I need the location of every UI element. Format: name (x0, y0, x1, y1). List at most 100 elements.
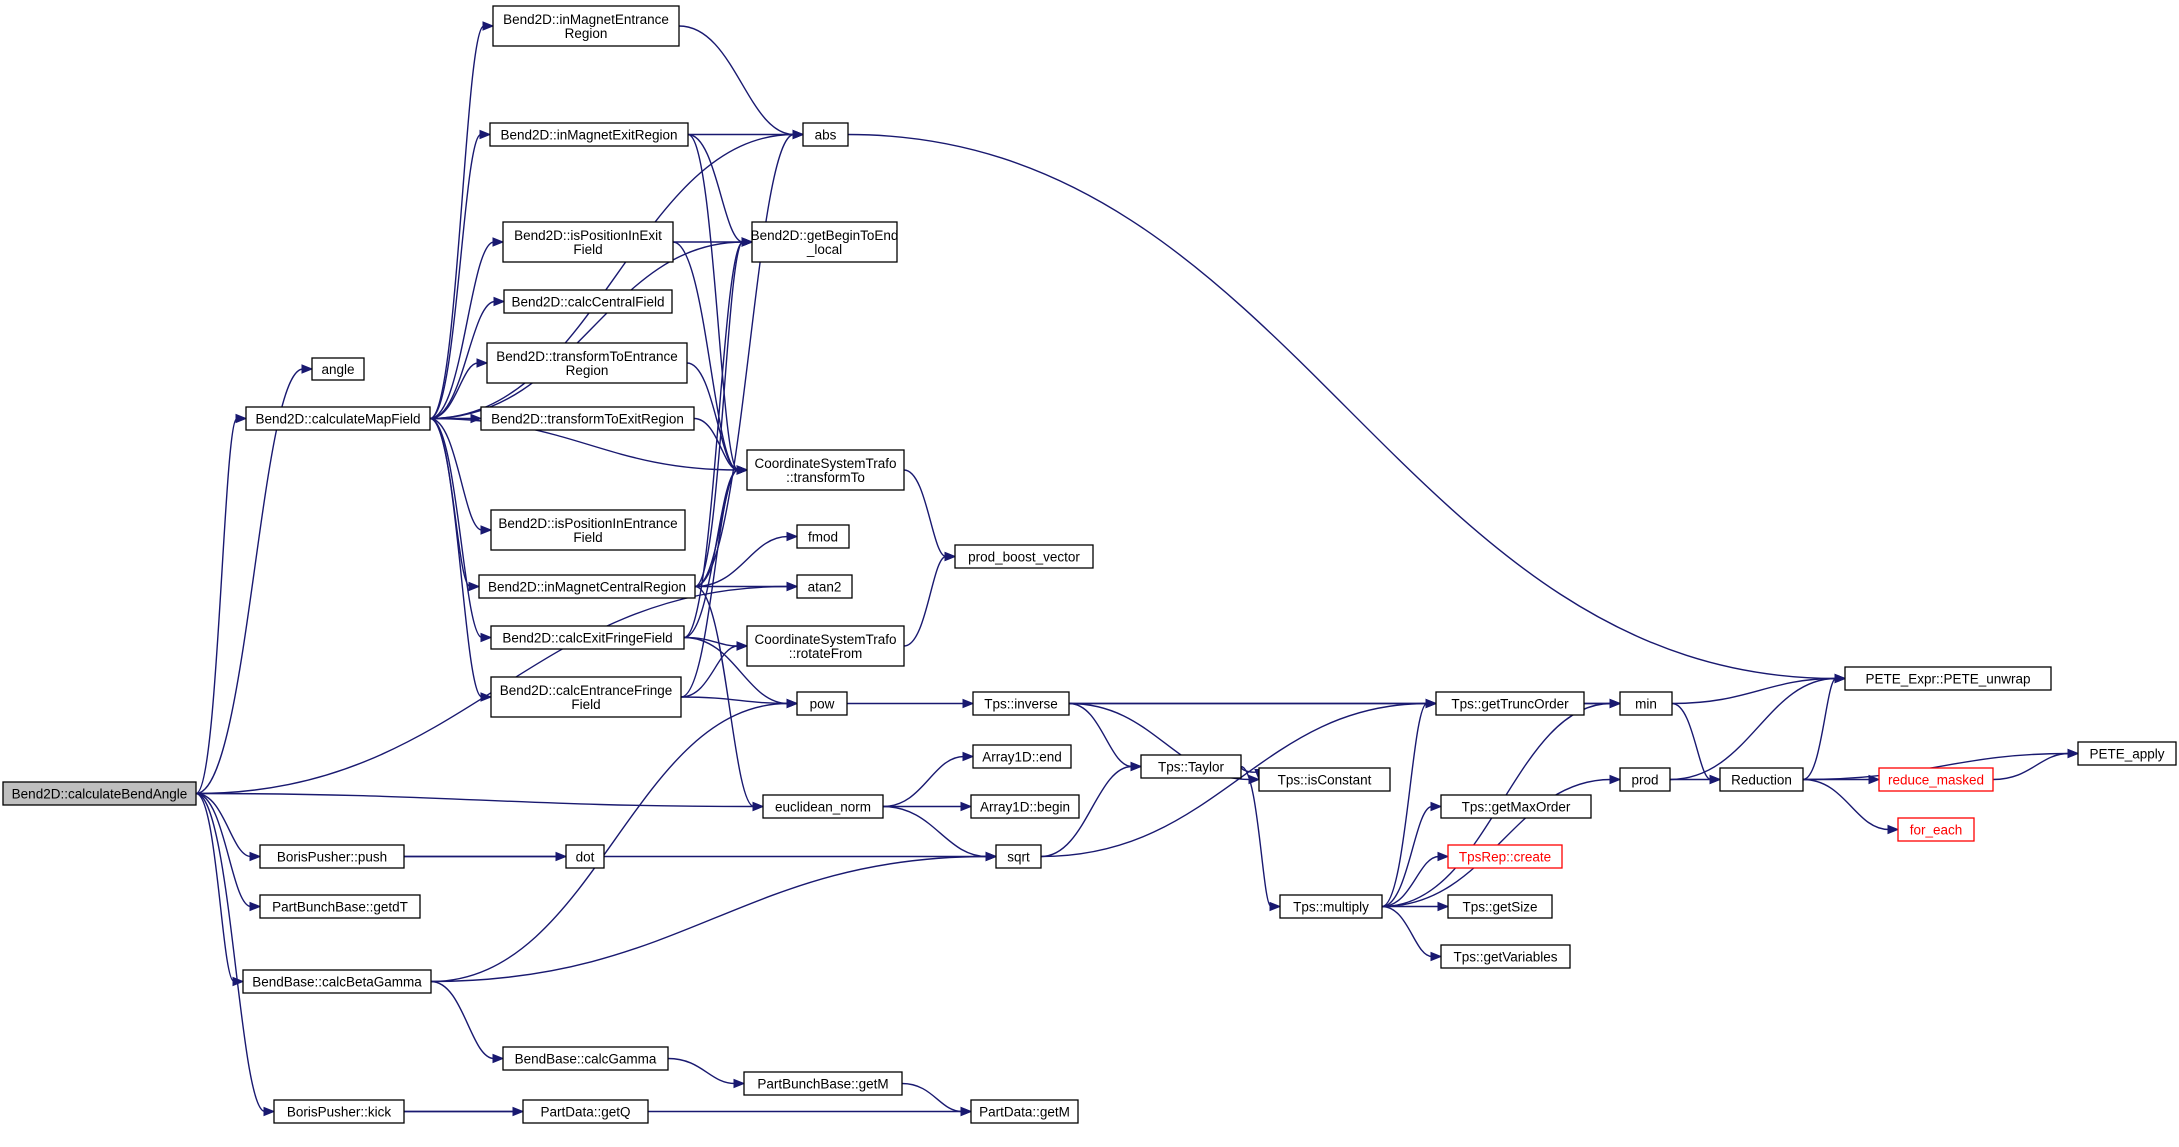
edge-arrowhead (1887, 824, 1900, 835)
edge-boris-kick-to-data-get-m (404, 1106, 973, 1117)
node-min[interactable]: min (1619, 691, 1673, 716)
edge-calculate-map-field-to-is-position-in-exit-field (429, 237, 505, 420)
node-calc-beta-gamma[interactable]: BendBase::calcBetaGamma (242, 969, 432, 994)
edge-reduction-to-pete-unwrap (1802, 673, 1847, 781)
node-tps-taylor[interactable]: Tps::Taylor (1140, 754, 1242, 779)
node-angle[interactable]: angle (311, 357, 365, 381)
node-boris-kick[interactable]: BorisPusher::kick (273, 1099, 405, 1124)
edge-line (672, 241, 739, 471)
node-is-constant[interactable]: Tps::isConstant (1258, 767, 1391, 792)
node-for-each[interactable]: for_each (1897, 817, 1975, 842)
node-fmod[interactable]: fmod (796, 524, 850, 549)
node-box (1897, 817, 1975, 842)
node-prod-boost[interactable]: prod_boost_vector (954, 544, 1094, 569)
node-arr-end[interactable]: Array1D::end (972, 744, 1072, 769)
node-label: CoordinateSystemTrafo (754, 632, 896, 647)
node-get-size[interactable]: Tps::getSize (1447, 894, 1553, 919)
node-box (743, 1071, 903, 1096)
node-box (972, 744, 1072, 769)
node-reduce-masked[interactable]: reduce_masked (1878, 767, 1994, 792)
node-calc-gamma[interactable]: BendBase::calcGamma (502, 1046, 669, 1071)
edge-tps-multiply-to-get-trunc-order (1381, 698, 1438, 908)
node-in-magnet-exit-region[interactable]: Bend2D::inMagnetExitRegion (489, 122, 689, 147)
node-label: Bend2D::getBeginToEnd (751, 228, 899, 243)
edge-line (1671, 677, 1837, 705)
node-label: Bend2D::calcCentralField (511, 295, 664, 310)
node-box (2077, 741, 2177, 766)
node-get-trunc-order[interactable]: Tps::getTruncOrder (1435, 691, 1585, 716)
node-label: PETE_apply (2089, 747, 2164, 762)
node-calc-central-field[interactable]: Bend2D::calcCentralField (503, 289, 673, 314)
node-dot[interactable]: dot (565, 844, 605, 869)
node-reduction[interactable]: Reduction (1719, 767, 1804, 792)
node-prod[interactable]: prod (1619, 767, 1671, 792)
edge-transform-to-to-prod-boost (903, 469, 957, 562)
edge-calculate-map-field-to-calc-central-field (429, 296, 506, 420)
edge-line (1802, 752, 2070, 781)
node-euclidean-norm[interactable]: euclidean_norm (762, 794, 884, 819)
node-label: TpsRep::create (1459, 850, 1551, 865)
node-arr-begin[interactable]: Array1D::begin (970, 794, 1080, 819)
node-data-get-m[interactable]: PartData::getM (970, 1099, 1079, 1124)
node-transform-to-exit-region[interactable]: Bend2D::transformToExitRegion (480, 406, 695, 431)
node-calc-exit-fringe-field[interactable]: Bend2D::calcExitFringeField (490, 625, 685, 650)
node-getd-t[interactable]: PartBunchBase::getdT (259, 894, 421, 919)
node-label: PartData::getQ (540, 1105, 630, 1120)
node-bunch-get-m[interactable]: PartBunchBase::getM (743, 1071, 903, 1096)
node-tps-multiply[interactable]: Tps::multiply (1279, 894, 1383, 919)
node-get-q[interactable]: PartData::getQ (522, 1099, 649, 1124)
node-calculate-bend-angle[interactable]: Bend2D::calculateBendAngle (2, 781, 197, 806)
edge-calculate-map-field-to-calc-exit-fringe-field (429, 417, 493, 643)
edge-line (694, 585, 755, 808)
node-label: prod (1631, 773, 1658, 788)
node-label: Tps::getMaxOrder (1462, 800, 1571, 815)
node-box (1440, 794, 1592, 819)
edge-calculate-bend-angle-to-boris-push (195, 792, 262, 862)
node-tps-rep-create[interactable]: TpsRep::create (1447, 844, 1563, 869)
node-box (995, 844, 1042, 869)
node-get-begin-to-end[interactable]: Bend2D::getBeginToEnd_local (751, 221, 899, 263)
node-box (480, 406, 695, 431)
edge-line (429, 241, 495, 420)
edge-line (882, 755, 965, 808)
edge-line (429, 362, 479, 420)
node-transform-to[interactable]: CoordinateSystemTrafo::transformTo (746, 449, 905, 491)
edge-arrowhead (944, 551, 957, 562)
edge-arrowhead (1130, 761, 1143, 772)
node-atan2[interactable]: atan2 (796, 574, 853, 599)
node-get-variables[interactable]: Tps::getVariables (1440, 944, 1571, 969)
node-get-max-order[interactable]: Tps::getMaxOrder (1440, 794, 1592, 819)
call-nodes: Bend2D::calculateBendAngleangleBend2D::c… (2, 5, 2177, 1124)
node-label: CoordinateSystemTrafo (754, 456, 896, 471)
node-label: Bend2D::calculateMapField (255, 412, 420, 427)
node-boris-push[interactable]: BorisPusher::push (259, 844, 405, 869)
node-pow[interactable]: pow (796, 691, 848, 716)
edge-pow-to-tps-inverse (847, 698, 975, 709)
node-in-magnet-central-region[interactable]: Bend2D::inMagnetCentralRegion (478, 574, 696, 599)
edge-arrowhead (1609, 698, 1622, 709)
node-box (796, 524, 850, 549)
node-pete-unwrap[interactable]: PETE_Expr::PETE_unwrap (1844, 666, 2052, 691)
node-box (273, 1099, 405, 1124)
edge-calculate-bend-angle-to-getd-t (195, 792, 262, 912)
edge-arrowhead (786, 698, 799, 709)
node-label: Tps::isConstant (1278, 773, 1372, 788)
node-tps-inverse[interactable]: Tps::inverse (972, 691, 1070, 716)
edge-tps-taylor-to-tps-multiply (1240, 765, 1282, 912)
edge-abs-to-pete-unwrap (847, 133, 1847, 684)
node-label: Bend2D::calculateBendAngle (12, 787, 188, 802)
node-pete-apply[interactable]: PETE_apply (2077, 741, 2177, 766)
node-rotate-from[interactable]: CoordinateSystemTrafo::rotateFrom (746, 625, 905, 667)
node-label: angle (321, 362, 354, 377)
node-label: min (1635, 697, 1657, 712)
node-abs[interactable]: abs (802, 122, 849, 147)
node-box (1447, 894, 1553, 919)
node-sqrt[interactable]: sqrt (995, 844, 1042, 869)
node-calculate-map-field[interactable]: Bend2D::calculateMapField (245, 406, 431, 431)
